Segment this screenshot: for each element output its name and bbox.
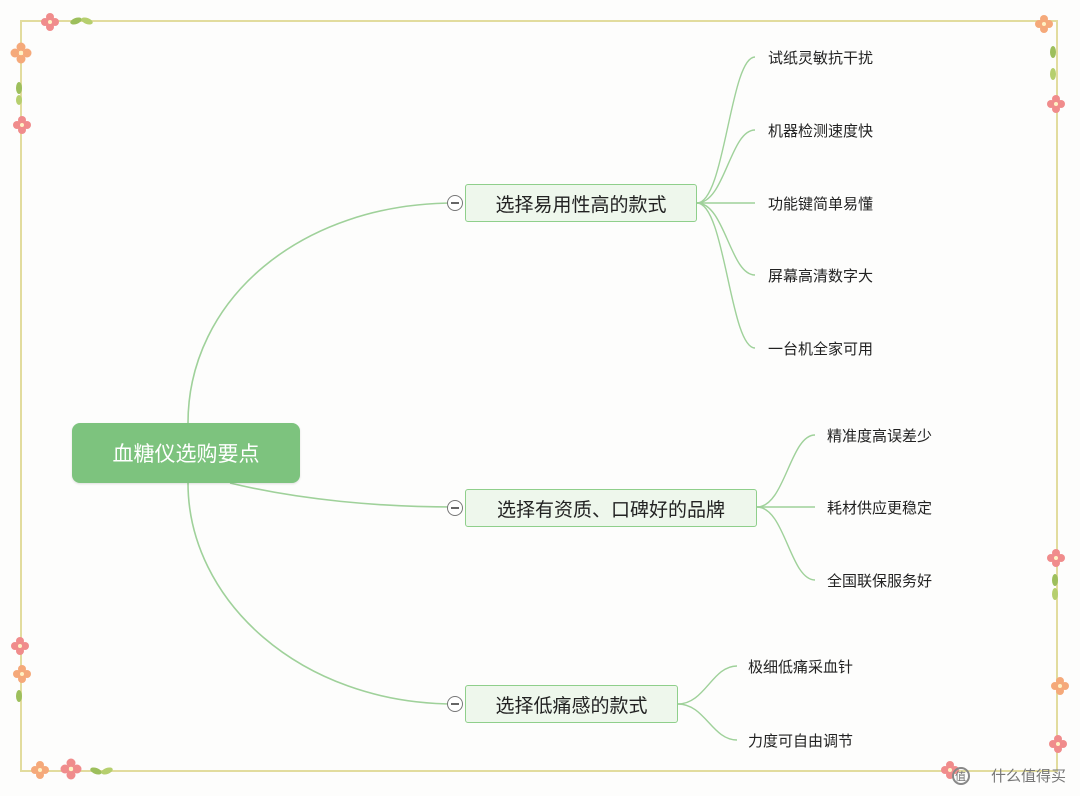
- leaf-icon: [16, 690, 22, 702]
- connector-b2-leaf-3: [756, 506, 816, 581]
- leaf-node[interactable]: 机器检测速度快: [768, 122, 874, 140]
- flower-icon: [11, 637, 29, 655]
- leaf-node[interactable]: 功能键简单易懂: [768, 195, 874, 213]
- branch-node-low-pain[interactable]: 选择低痛感的款式: [465, 685, 678, 723]
- connector-b1-leaf-4: [696, 202, 756, 276]
- leaf-icon: [70, 17, 93, 25]
- collapse-toggle-icon[interactable]: [447, 195, 463, 211]
- flower-icon: [10, 42, 32, 64]
- flower-icon: [60, 758, 82, 780]
- root-node[interactable]: 血糖仪选购要点: [72, 423, 300, 483]
- branch-node-brand[interactable]: 选择有资质、口碑好的品牌: [465, 489, 757, 527]
- flower-icon: [13, 116, 31, 134]
- collapse-toggle-icon[interactable]: [447, 500, 463, 516]
- leaf-node[interactable]: 力度可自由调节: [748, 732, 854, 750]
- connector-root-branch-2: [229, 482, 456, 508]
- flower-icon: [1047, 95, 1065, 113]
- leaf-node[interactable]: 极细低痛采血针: [748, 658, 854, 676]
- leaf-node[interactable]: 耗材供应更稳定: [827, 499, 933, 517]
- flower-icon: [1051, 677, 1069, 695]
- connector-b1-leaf-1: [696, 56, 756, 204]
- collapse-toggle-icon[interactable]: [447, 696, 463, 712]
- leaf-node[interactable]: 全国联保服务好: [827, 572, 933, 590]
- smzdm-logo-icon: [952, 767, 970, 785]
- leaf-icon: [16, 82, 22, 105]
- leaf-icon: [90, 767, 113, 775]
- flower-icon: [1047, 549, 1065, 567]
- flower-icon: [13, 665, 31, 683]
- flower-icon: [41, 13, 59, 31]
- connector-b3-leaf-2: [677, 703, 738, 741]
- leaf-node[interactable]: 精准度高误差少: [827, 427, 933, 445]
- connector-b1-leaf-2: [696, 129, 756, 204]
- decorative-frame: [20, 20, 1058, 772]
- leaf-icon: [1052, 574, 1058, 600]
- connector-b1-leaf-5: [696, 202, 756, 349]
- leaf-node[interactable]: 屏幕高清数字大: [768, 267, 874, 285]
- connector-b3-leaf-1: [677, 665, 738, 705]
- leaf-node[interactable]: 一台机全家可用: [768, 340, 874, 358]
- leaf-icon: [1050, 46, 1056, 80]
- flower-icon: [1035, 15, 1053, 33]
- branch-node-ease-of-use[interactable]: 选择易用性高的款式: [465, 184, 697, 222]
- watermark-text: 什么值得买: [990, 767, 1066, 785]
- flower-icon: [31, 761, 49, 779]
- flower-icon: [1049, 735, 1067, 753]
- connector-b2-leaf-1: [756, 434, 816, 508]
- leaf-node[interactable]: 试纸灵敏抗干扰: [768, 49, 874, 67]
- connector-root-branch-1: [187, 202, 456, 424]
- connector-root-branch-3: [187, 482, 456, 705]
